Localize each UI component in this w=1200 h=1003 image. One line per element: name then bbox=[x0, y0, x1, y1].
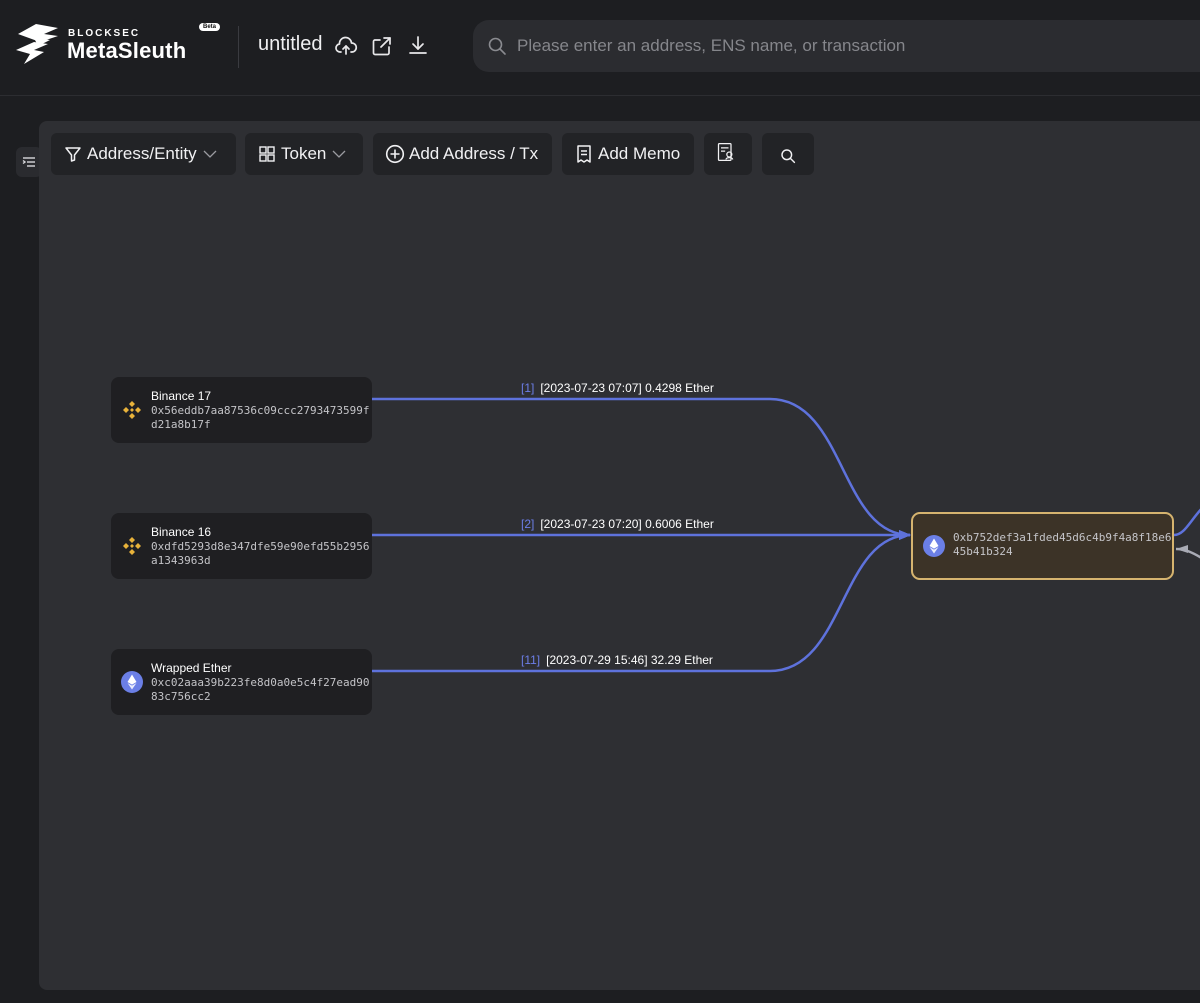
metasleuth-logo[interactable]: BLOCKSEC MetaSleuth Beta bbox=[14, 18, 221, 70]
binance-icon bbox=[123, 401, 141, 419]
header-divider bbox=[238, 26, 239, 68]
node-binance-16[interactable]: Binance 16 0xdfd5293d8e347dfe59e90efd55b… bbox=[111, 513, 372, 579]
sidebar-toggle[interactable] bbox=[16, 147, 42, 177]
memo-icon bbox=[574, 144, 594, 164]
edge-text: [2023-07-29 15:46] 32.29 Ether bbox=[546, 653, 713, 667]
edge-index: [2] bbox=[521, 517, 535, 531]
list-icon bbox=[22, 157, 35, 167]
search-graph-button[interactable] bbox=[762, 133, 814, 175]
download-icon[interactable] bbox=[406, 34, 430, 58]
filter-icon bbox=[63, 144, 83, 164]
edge-index: [1] bbox=[521, 381, 535, 395]
node-address: 0xc02aaa39b223fe8d0a0e5c4f27ead9083c756c… bbox=[151, 676, 370, 703]
node-label: Wrapped Ether bbox=[151, 661, 232, 675]
address-entity-filter-button[interactable]: Address/Entity bbox=[51, 133, 236, 175]
edge-label-11[interactable]: [11] [2023-07-29 15:46] 32.29 Ether bbox=[521, 653, 713, 667]
ethereum-icon bbox=[923, 535, 945, 557]
search-bar[interactable] bbox=[473, 20, 1200, 72]
node-address: 0x56eddb7aa87536c09ccc2793473599fd21a8b1… bbox=[151, 404, 370, 431]
edge-index: [11] bbox=[521, 653, 541, 667]
node-wrapped-ether[interactable]: Wrapped Ether 0xc02aaa39b223fe8d0a0e5c4f… bbox=[111, 649, 372, 715]
edge-label-2[interactable]: [2] [2023-07-23 07:20] 0.6006 Ether bbox=[521, 517, 714, 531]
ethereum-icon bbox=[121, 671, 143, 693]
address-entity-label: Address/Entity bbox=[87, 144, 197, 163]
node-label: Binance 16 bbox=[151, 525, 212, 539]
brand-company: BLOCKSEC bbox=[68, 28, 141, 39]
add-address-tx-label: Add Address / Tx bbox=[409, 144, 539, 163]
chevron-down-icon bbox=[203, 149, 217, 159]
blocksec-logo-icon bbox=[16, 24, 58, 64]
cloud-upload-icon[interactable] bbox=[334, 34, 358, 58]
app-header: BLOCKSEC MetaSleuth Beta untitled bbox=[0, 0, 1200, 96]
add-address-tx-button[interactable]: Add Address / Tx bbox=[373, 133, 552, 175]
add-memo-label: Add Memo bbox=[598, 144, 681, 163]
plus-circle-icon bbox=[385, 144, 405, 164]
search-input[interactable] bbox=[517, 20, 1197, 72]
edge-label-1[interactable]: [1] [2023-07-23 07:07] 0.4298 Ether bbox=[521, 381, 714, 395]
node-label: Binance 17 bbox=[151, 389, 212, 403]
share-icon[interactable] bbox=[370, 34, 394, 58]
token-label: Token bbox=[281, 144, 327, 163]
node-binance-17[interactable]: Binance 17 0x56eddb7aa87536c09ccc2793473… bbox=[111, 377, 372, 443]
brand-name: MetaSleuth bbox=[67, 38, 187, 63]
binance-icon bbox=[123, 537, 141, 555]
add-memo-button[interactable]: Add Memo bbox=[562, 133, 694, 175]
grid-icon bbox=[257, 144, 277, 164]
edge-text: [2023-07-23 07:07] 0.4298 Ether bbox=[540, 381, 714, 395]
token-filter-button[interactable]: Token bbox=[245, 133, 363, 175]
search-icon bbox=[780, 146, 796, 164]
address-book-icon bbox=[716, 142, 740, 166]
address-book-button[interactable] bbox=[704, 133, 752, 175]
edge-text: [2023-07-23 07:20] 0.6006 Ether bbox=[540, 517, 714, 531]
document-title[interactable]: untitled bbox=[258, 33, 323, 55]
beta-badge: Beta bbox=[199, 23, 221, 31]
search-icon bbox=[488, 37, 506, 55]
node-address: 0xb752def3a1fded45d6c4b9f4a8f18e645b41b3… bbox=[953, 531, 1172, 558]
chevron-down-icon bbox=[332, 149, 346, 159]
node-address: 0xdfd5293d8e347dfe59e90efd55b2956a134396… bbox=[151, 540, 370, 567]
node-target-address[interactable]: 0xb752def3a1fded45d6c4b9f4a8f18e645b41b3… bbox=[911, 512, 1174, 580]
